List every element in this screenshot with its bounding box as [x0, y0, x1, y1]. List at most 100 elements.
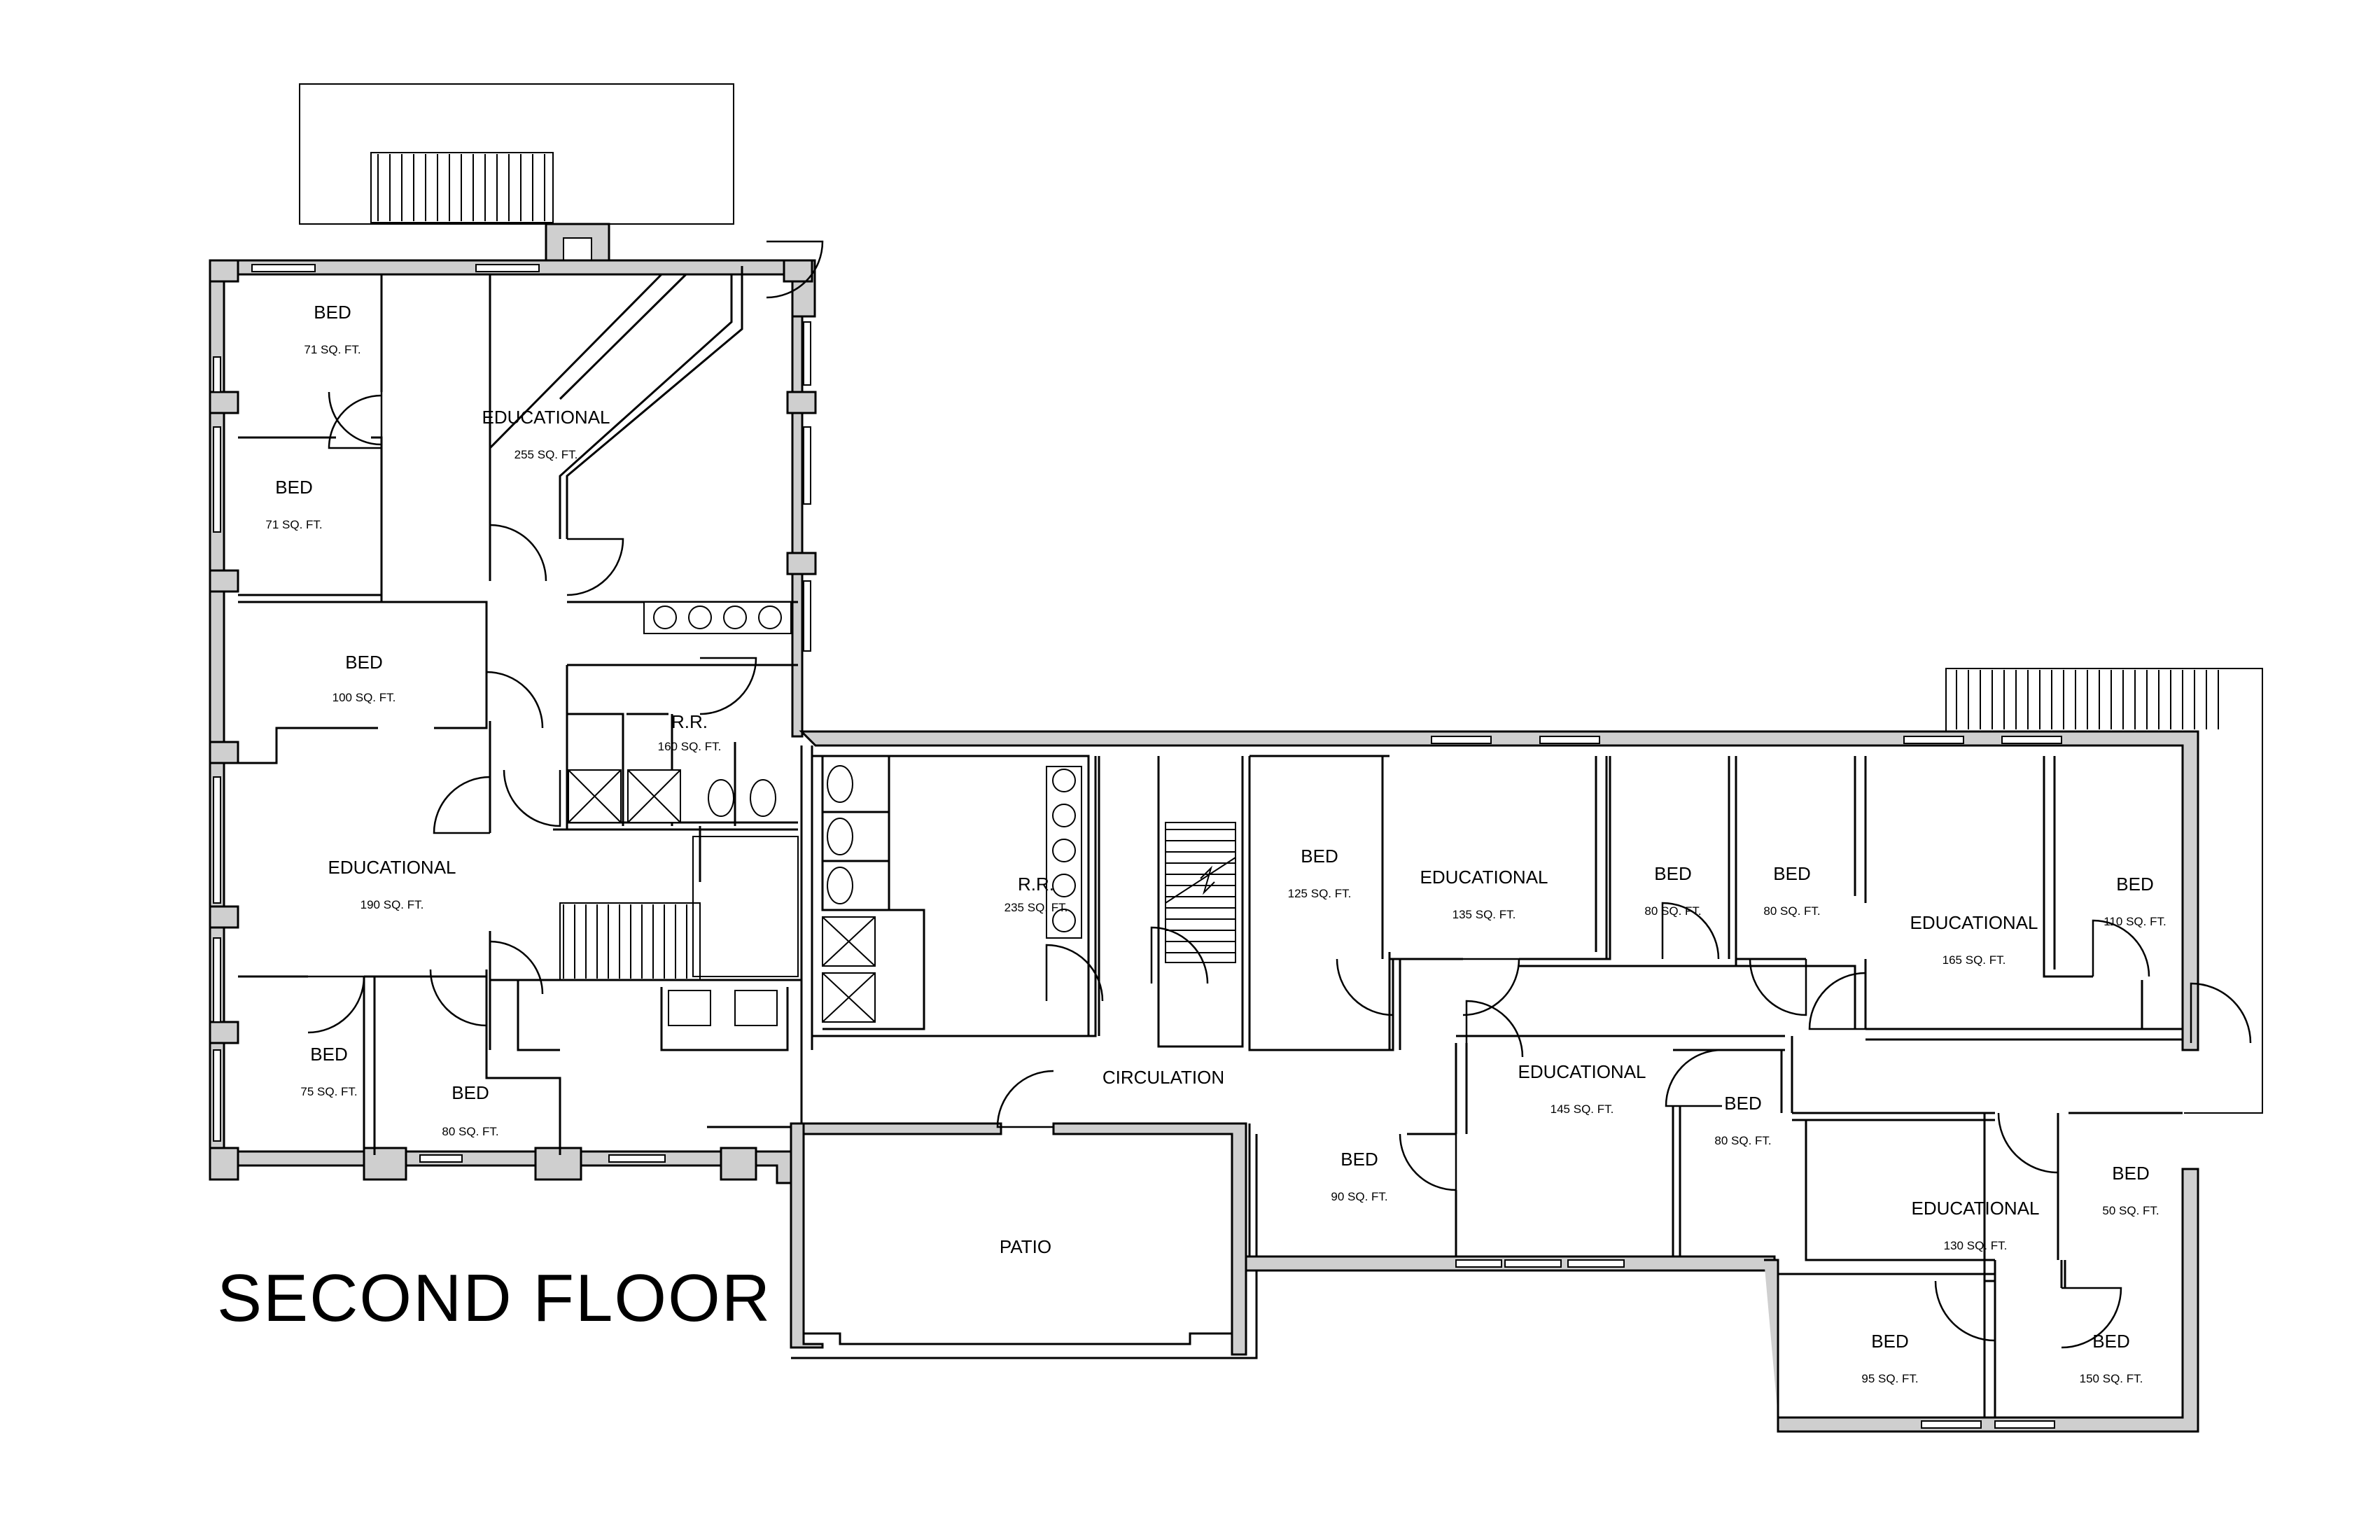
door-swing [1749, 958, 1807, 1016]
room-area: 80 SQ. FT. [1714, 1134, 1771, 1147]
door-swing [433, 776, 491, 834]
room-name: R.R. [1018, 874, 1054, 895]
room-area: 150 SQ. FT. [2080, 1372, 2143, 1385]
toilet [827, 818, 853, 855]
sink [1052, 909, 1076, 932]
door-swing [489, 524, 547, 582]
door-swing [2190, 982, 2252, 1044]
central-wing-walls [563, 730, 2199, 1261]
room-area: 110 SQ. FT. [2104, 915, 2166, 928]
door-swing [307, 975, 365, 1034]
room-area: 135 SQ. FT. [1452, 908, 1516, 921]
room-name: CIRCULATION [1102, 1067, 1224, 1088]
room-area: 125 SQ. FT. [1288, 887, 1352, 900]
room-name: BED [1301, 846, 1338, 867]
door-swing [2061, 1287, 2122, 1349]
room-name: BED [451, 1082, 489, 1103]
room-name: EDUCATIONAL [328, 857, 456, 878]
room-area: 145 SQ. FT. [1550, 1102, 1614, 1116]
door-swing [328, 394, 382, 449]
door-swing [1997, 1112, 2059, 1174]
room-name: BED [1724, 1093, 1761, 1114]
sink-fixtures [653, 606, 1076, 932]
room-name: R.R. [671, 711, 708, 732]
room-name: BED [1773, 863, 1810, 884]
room-area: 50 SQ. FT. [2102, 1204, 2159, 1217]
door-swing [485, 671, 544, 729]
sink [653, 606, 677, 629]
door-swing [1045, 944, 1104, 1002]
room-name: BED [2092, 1331, 2129, 1352]
door-swing [489, 940, 544, 995]
room-area: 100 SQ. FT. [332, 691, 396, 704]
toilet [827, 867, 853, 904]
room-name: BED [1871, 1331, 1908, 1352]
door-swing [1336, 958, 1394, 1016]
room-name: EDUCATIONAL [1912, 1198, 2040, 1219]
room-area: 71 SQ. FT. [304, 343, 360, 356]
room-labels: BED 71 SQ. FT. BED 71 SQ. FT. EDUCATIONA… [265, 302, 2166, 1385]
toilet [750, 779, 776, 817]
room-name: BED [1654, 863, 1691, 884]
room-area: 190 SQ. FT. [360, 898, 424, 911]
room-name: BED [275, 477, 312, 498]
door-swing [503, 769, 561, 827]
door-swing [1399, 1133, 1457, 1191]
room-area: 80 SQ. FT. [1644, 904, 1701, 918]
sink [758, 606, 782, 629]
toilet-fixtures [708, 765, 853, 904]
room-name: BED [310, 1044, 347, 1065]
room-name: BED [314, 302, 351, 323]
door-swing [1808, 972, 1866, 1030]
room-name: PATIO [1000, 1236, 1051, 1257]
room-area: 75 SQ. FT. [300, 1085, 357, 1098]
door-swing [1465, 1000, 1524, 1058]
room-area: 80 SQ. FT. [442, 1125, 498, 1138]
west-wing-interior [238, 266, 802, 1162]
toilet [827, 765, 853, 803]
door-swing [1934, 1280, 1996, 1342]
room-name: BED [345, 652, 382, 673]
sink [1052, 839, 1076, 862]
door-swing [328, 391, 383, 446]
toilet [708, 779, 734, 817]
door-swing [566, 538, 624, 596]
patio [790, 1122, 1258, 1359]
room-name: BED [1340, 1149, 1378, 1170]
sink [688, 606, 712, 629]
floor-title: SECOND FLOOR [217, 1261, 772, 1336]
door-swings [307, 240, 2252, 1349]
room-name: EDUCATIONAL [1420, 867, 1548, 888]
sink [1052, 804, 1076, 827]
door-swing [429, 969, 488, 1027]
room-name: EDUCATIONAL [1518, 1061, 1646, 1082]
door-swing [1150, 926, 1209, 984]
room-area: 95 SQ. FT. [1861, 1372, 1918, 1385]
room-area: 235 SQ. FT. [1004, 901, 1068, 914]
sink [723, 606, 747, 629]
room-name: EDUCATIONAL [482, 407, 610, 428]
west-wing-walls [209, 259, 817, 1184]
door-swing [1462, 958, 1520, 1016]
east-exterior-stair [1945, 668, 2263, 1114]
north-exterior-stair [299, 83, 734, 274]
sink [1052, 769, 1076, 792]
room-area: 160 SQ. FT. [658, 740, 722, 753]
room-name: BED [2116, 874, 2153, 895]
door-swing [1661, 902, 1720, 960]
room-area: 130 SQ. FT. [1944, 1239, 2008, 1252]
room-area: 255 SQ. FT. [514, 448, 578, 461]
door-swing [2092, 919, 2150, 977]
door-swing [699, 657, 757, 715]
door-swing [766, 240, 824, 299]
door-swing [1665, 1049, 1723, 1107]
sink [1052, 874, 1076, 897]
room-area: 71 SQ. FT. [265, 518, 322, 531]
room-name: EDUCATIONAL [1910, 912, 2038, 933]
room-area: 165 SQ. FT. [1942, 953, 2006, 967]
door-swing [996, 1070, 1054, 1128]
room-area: 80 SQ. FT. [1763, 904, 1820, 918]
room-area: 90 SQ. FT. [1331, 1190, 1387, 1203]
east-wing-walls [1245, 756, 2199, 1433]
